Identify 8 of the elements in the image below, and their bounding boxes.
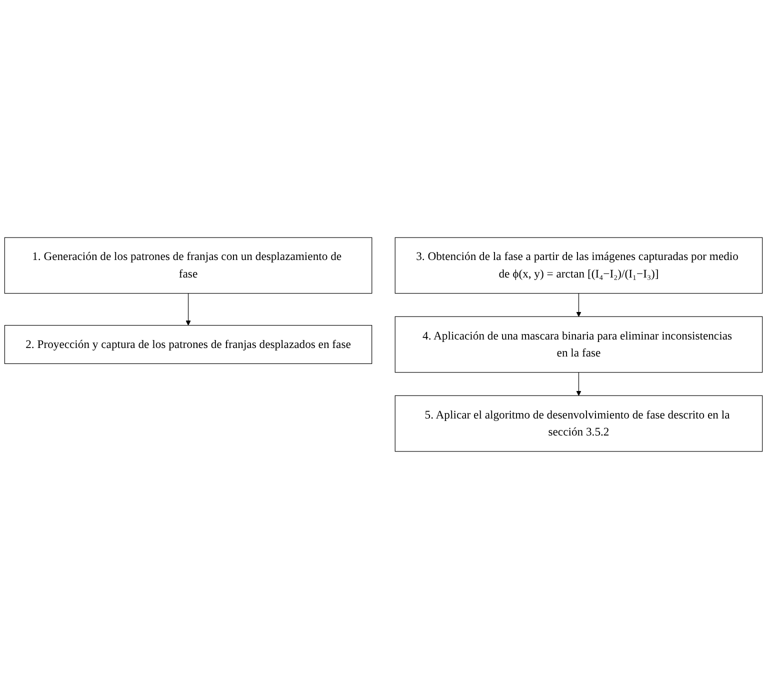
node-box: 4. Aplicación de una mascara binaria para eliminar inconsistencias en la fase (394, 316, 763, 373)
node-box: 3. Obtención de la fase a partir de las imágenes capturadas por medio de ϕ(x, y) = arctan [(I₄−I₂)/(I₁−I₃)] (394, 237, 763, 294)
arrow (576, 293, 582, 317)
arrow (576, 372, 582, 396)
arrow (186, 293, 191, 326)
node-box: 2. Proyección y captura de los patrones de franjas desplazados en fase (4, 325, 372, 364)
node-box: 5. Aplicar el algoritmo de desenvolvimiento de fase descrito en la sección 3.5.2 (394, 395, 763, 452)
node-box: 1. Generación de los patrones de franjas con un desplazamiento de fase (4, 237, 372, 294)
